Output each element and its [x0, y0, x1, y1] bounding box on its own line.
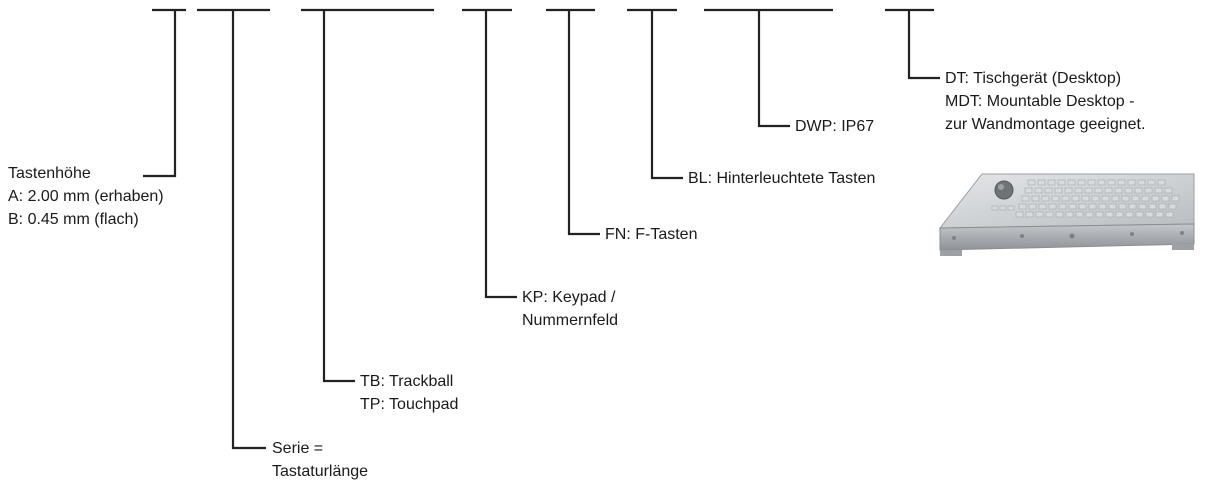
backlight-label: BL: Hinterleuchtete Tasten — [688, 170, 876, 187]
housing-mountable-label: MDT: Mountable Desktop - — [945, 93, 1135, 110]
leader-pointing — [322, 10, 355, 383]
keypad-label: KP: Keypad / — [522, 289, 616, 306]
pointing-trackball-label: TB: Trackball — [360, 373, 454, 390]
keyboard-front-panel — [939, 223, 1195, 251]
housing-desktop-label: DT: Tischgerät (Desktop) — [945, 70, 1122, 87]
key-height-title: Tastenhöhe — [8, 165, 91, 182]
protection-label: DWP: IP67 — [795, 118, 875, 135]
leader-protection — [757, 10, 790, 128]
key-height-option-a: A: 2.00 mm (erhaben) — [8, 188, 164, 205]
housing-mountable-note: zur Wandmontage geeignet. — [945, 116, 1146, 133]
keyboard-product-image — [938, 173, 1195, 256]
key-height-option-b: B: 0.45 mm (flach) — [8, 211, 139, 228]
leader-keypad — [484, 10, 517, 299]
series-label-sub: Tastaturlänge — [272, 463, 369, 480]
leader-housing — [907, 10, 940, 80]
pointing-touchpad-label: TP: Touchpad — [360, 396, 459, 413]
function-keys-label: FN: F-Tasten — [605, 226, 698, 243]
keyboard-keys — [1015, 179, 1180, 218]
leader-series — [231, 10, 266, 450]
leader-function-keys — [567, 10, 600, 236]
trackball-icon — [994, 180, 1014, 200]
leader-backlight — [650, 10, 683, 180]
keypad-label-sub: Nummernfeld — [522, 312, 619, 329]
leader-key-height — [143, 10, 177, 178]
series-label: Serie = — [272, 440, 324, 457]
